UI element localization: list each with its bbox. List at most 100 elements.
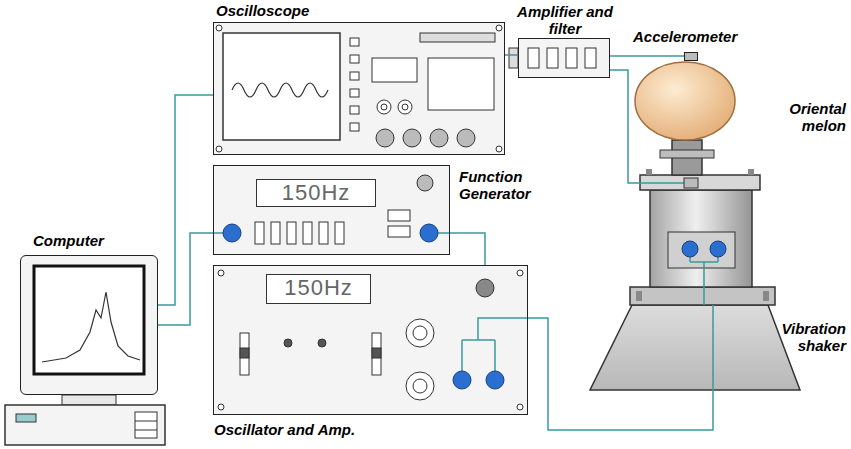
oscillator-amp-body-part-part — [218, 404, 224, 410]
oscillator-amp-body-part-part — [240, 333, 249, 375]
function-generator-body-part-part — [271, 222, 280, 244]
oscilloscope-body-part-part — [350, 55, 359, 63]
oscillator-amp-body-part-part — [284, 339, 292, 347]
oscillator-amp-body-part-part — [413, 326, 427, 340]
oscilloscope-body-part-part — [377, 100, 391, 114]
oscillator-amp-body-part-part — [406, 319, 434, 347]
oscilloscope-body-part-part — [420, 33, 495, 42]
oscillator-amp-body-part — [213, 265, 528, 415]
vibration-shaker-body-part — [636, 291, 642, 301]
melon-illustration — [635, 62, 735, 140]
function-generator-body-part-part — [303, 222, 312, 244]
oscilloscope-body-part — [232, 83, 328, 97]
computer-body-part — [135, 430, 157, 431]
vibration-shaker-body-part — [640, 175, 760, 190]
amplifier-body-part-part — [566, 48, 577, 68]
computer-body-part — [34, 266, 144, 374]
vibration-shaker-body — [590, 140, 800, 390]
oscilloscope-body-part-part — [402, 104, 408, 110]
function-generator-body-part-part — [388, 226, 410, 237]
oscilloscope-body-part-part — [381, 104, 387, 110]
oscilloscope-body-part-part — [350, 123, 359, 131]
function-generator-body-part-part — [388, 210, 410, 221]
computer-body-part — [135, 421, 157, 422]
computer-body-part — [5, 405, 165, 445]
function-generator-body-part — [420, 224, 438, 242]
computer-node: Computer — [20, 255, 158, 395]
oscilloscope-body-part-part — [216, 146, 222, 152]
frequency-display: 150Hz — [256, 179, 376, 207]
oscillator-amp-body — [213, 265, 528, 415]
function-generator-body-part-part — [417, 175, 433, 191]
oscilloscope-body-part — [213, 22, 505, 155]
function-generator-body-part — [213, 232, 224, 234]
accelerometer-node: Accelerometer — [684, 52, 698, 61]
oscilloscope-body-part-part — [350, 106, 359, 114]
oscilloscope-body-part-part — [350, 72, 359, 80]
vibration-shaker-body-part — [682, 241, 698, 257]
oscilloscope-body-part-part — [428, 58, 494, 110]
oscilloscope-body-part-part — [496, 25, 502, 31]
oscillator-amp-body-part-part — [372, 333, 381, 375]
vibration-shaker-body-part — [640, 182, 684, 184]
signal-cable — [528, 305, 713, 430]
computer-body-part — [16, 414, 36, 422]
signal-cable — [450, 233, 485, 265]
function-generator-body-part-part — [319, 222, 328, 244]
oscilloscope-body-part-part — [372, 58, 417, 82]
frequency-display: 150Hz — [266, 274, 371, 304]
signal-cable — [158, 233, 213, 325]
vibration-shaker-body-part — [748, 169, 754, 175]
vibration-shaker-body-part — [646, 169, 652, 175]
oscilloscope-body-part-part — [457, 129, 475, 147]
amplifier-body-part-part — [547, 48, 558, 68]
device-label: Computer — [33, 232, 143, 249]
function-generator-body — [213, 165, 450, 255]
function-generator-body-part — [255, 175, 433, 244]
vibration-shaker-body-part — [590, 305, 800, 390]
vibration-shaker-body-part — [710, 241, 726, 257]
device-label: Oscillator and Amp. — [214, 421, 414, 438]
device-label: Accelerometer — [633, 28, 748, 45]
oscillator-amp-body-part — [462, 318, 528, 372]
oscilloscope-body-part-part — [376, 129, 394, 147]
function-generator-node: 150HzFunction Generator — [213, 165, 450, 255]
function-generator-body-part-part — [335, 222, 344, 244]
oscilloscope-body-part-part — [350, 89, 359, 97]
oscilloscope-node: Oscilloscope — [213, 22, 505, 155]
computer-body-part — [20, 255, 158, 395]
oscilloscope-body-part-part — [430, 129, 448, 147]
device-label: Amplifier and filter — [515, 3, 615, 37]
function-generator-body-part — [213, 165, 450, 255]
oscillator-amp-body-part-part — [517, 404, 523, 410]
device-label: Vibration shaker — [756, 320, 846, 354]
melon-illustration-part — [635, 62, 735, 140]
amplifier-body-part-part — [585, 48, 596, 68]
oscillator-amp-body-part-part — [240, 348, 249, 358]
oscillator-amp-body-part — [486, 371, 504, 389]
function-generator-body-part — [223, 224, 241, 242]
oriental-melon-node: Oriental melon — [635, 62, 735, 140]
oscillator-amp-body-part-part — [218, 270, 224, 276]
computer-body-part — [135, 412, 157, 438]
amplifier-body-part — [528, 48, 596, 68]
oscillator-amp-body-part-part — [372, 348, 381, 358]
computer-body — [5, 255, 165, 445]
oscilloscope-body-part-part — [216, 25, 222, 31]
oscilloscope-body — [213, 22, 505, 155]
vibration-shaker-body-part — [660, 150, 714, 158]
oscillator-amp-body-part — [453, 371, 471, 389]
vibration-shaker-body-part — [763, 291, 769, 301]
amplifier-body — [509, 38, 610, 78]
amplifier-body-part — [518, 38, 610, 78]
vibration-shaker-body-part — [690, 252, 718, 305]
oscillator-amp-body-part-part — [413, 379, 427, 393]
amplifier-body-part — [509, 48, 518, 68]
oscilloscope-body-part-part — [350, 38, 359, 46]
signal-cable — [158, 95, 213, 305]
device-label: Oscilloscope — [216, 2, 346, 19]
oscilloscope-body-part — [223, 33, 340, 140]
